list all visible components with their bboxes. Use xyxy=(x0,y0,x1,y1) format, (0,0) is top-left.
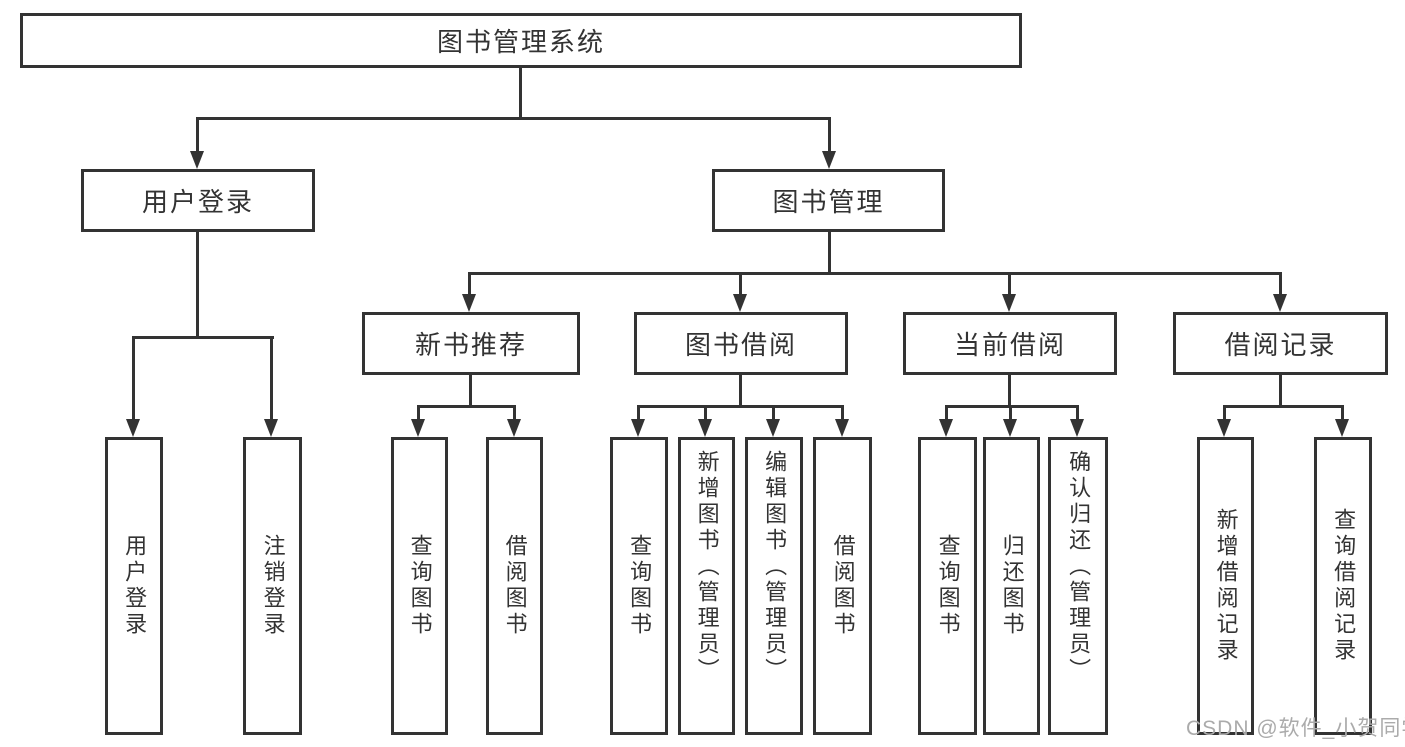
arrow-down-icon xyxy=(822,151,836,169)
node-query-borrow-record: 查询借阅记录 xyxy=(1314,437,1372,735)
connector-h xyxy=(1223,405,1343,408)
node-confirm-return-admin: 确认归还（管理员） xyxy=(1048,437,1108,735)
arrow-down-icon xyxy=(507,419,521,437)
node-current-borrowing: 当前借阅 xyxy=(903,312,1117,375)
connector-v xyxy=(513,405,516,419)
node-library-management-system: 图书管理系统 xyxy=(20,13,1022,68)
connector-v xyxy=(828,232,831,272)
arrow-down-icon xyxy=(190,151,204,169)
connector-v xyxy=(739,375,742,405)
arrow-down-icon xyxy=(939,419,953,437)
arrow-down-icon xyxy=(835,419,849,437)
node-edit-books-admin: 编辑图书（管理员） xyxy=(745,437,803,735)
connector-v xyxy=(1076,405,1079,419)
connector-v xyxy=(468,272,471,294)
node-query-books-borrowing: 查询图书 xyxy=(610,437,668,735)
connector-v xyxy=(637,405,640,419)
connector-v xyxy=(1279,272,1282,294)
arrow-down-icon xyxy=(264,419,278,437)
node-query-books-current: 查询图书 xyxy=(918,437,977,735)
arrow-down-icon xyxy=(1070,419,1084,437)
watermark-text: CSDN @软件_小贺同学 xyxy=(1186,717,1405,740)
connector-v xyxy=(196,232,199,336)
connector-v xyxy=(772,405,775,419)
connector-v xyxy=(1223,405,1226,419)
node-borrow-books-borrowing: 借阅图书 xyxy=(813,437,872,735)
connector-v xyxy=(1009,405,1012,419)
arrow-down-icon xyxy=(1002,294,1016,312)
connector-h xyxy=(468,272,1282,275)
connector-v xyxy=(704,405,707,419)
connector-v xyxy=(828,117,831,151)
node-add-borrow-record: 新增借阅记录 xyxy=(1197,437,1254,735)
node-user-login-branch: 用户登录 xyxy=(81,169,315,232)
connector-v xyxy=(841,405,844,419)
node-add-books-admin: 新增图书（管理员） xyxy=(678,437,735,735)
connector-v xyxy=(1008,375,1011,405)
arrow-down-icon xyxy=(698,419,712,437)
arrow-down-icon xyxy=(631,419,645,437)
connector-h xyxy=(132,336,274,339)
connector-h xyxy=(417,405,516,408)
connector-v xyxy=(1008,272,1011,294)
node-return-books: 归还图书 xyxy=(983,437,1040,735)
node-query-books-recommend: 查询图书 xyxy=(391,437,448,735)
connector-h xyxy=(945,405,1079,408)
connector-v xyxy=(469,375,472,405)
connector-v xyxy=(1341,405,1344,419)
node-borrowing-records: 借阅记录 xyxy=(1173,312,1388,375)
node-book-management-branch: 图书管理 xyxy=(712,169,945,232)
node-user-login: 用户登录 xyxy=(105,437,163,735)
arrow-down-icon xyxy=(411,419,425,437)
arrow-down-icon xyxy=(1217,419,1231,437)
connector-v xyxy=(1279,375,1282,405)
node-new-book-recommendation: 新书推荐 xyxy=(362,312,580,375)
connector-v xyxy=(132,336,135,419)
arrow-down-icon xyxy=(766,419,780,437)
node-book-borrowing: 图书借阅 xyxy=(634,312,848,375)
connector-v xyxy=(519,68,522,117)
connector-v xyxy=(945,405,948,419)
connector-v xyxy=(196,117,199,151)
connector-h xyxy=(637,405,844,408)
arrow-down-icon xyxy=(462,294,476,312)
arrow-down-icon xyxy=(1003,419,1017,437)
connector-v xyxy=(417,405,420,419)
connector-h xyxy=(196,117,831,120)
arrow-down-icon xyxy=(733,294,747,312)
arrow-down-icon xyxy=(126,419,140,437)
node-borrow-books-recommend: 借阅图书 xyxy=(486,437,543,735)
connector-v xyxy=(270,336,273,419)
arrow-down-icon xyxy=(1335,419,1349,437)
arrow-down-icon xyxy=(1273,294,1287,312)
connector-v xyxy=(739,272,742,294)
node-logout-login: 注销登录 xyxy=(243,437,302,735)
